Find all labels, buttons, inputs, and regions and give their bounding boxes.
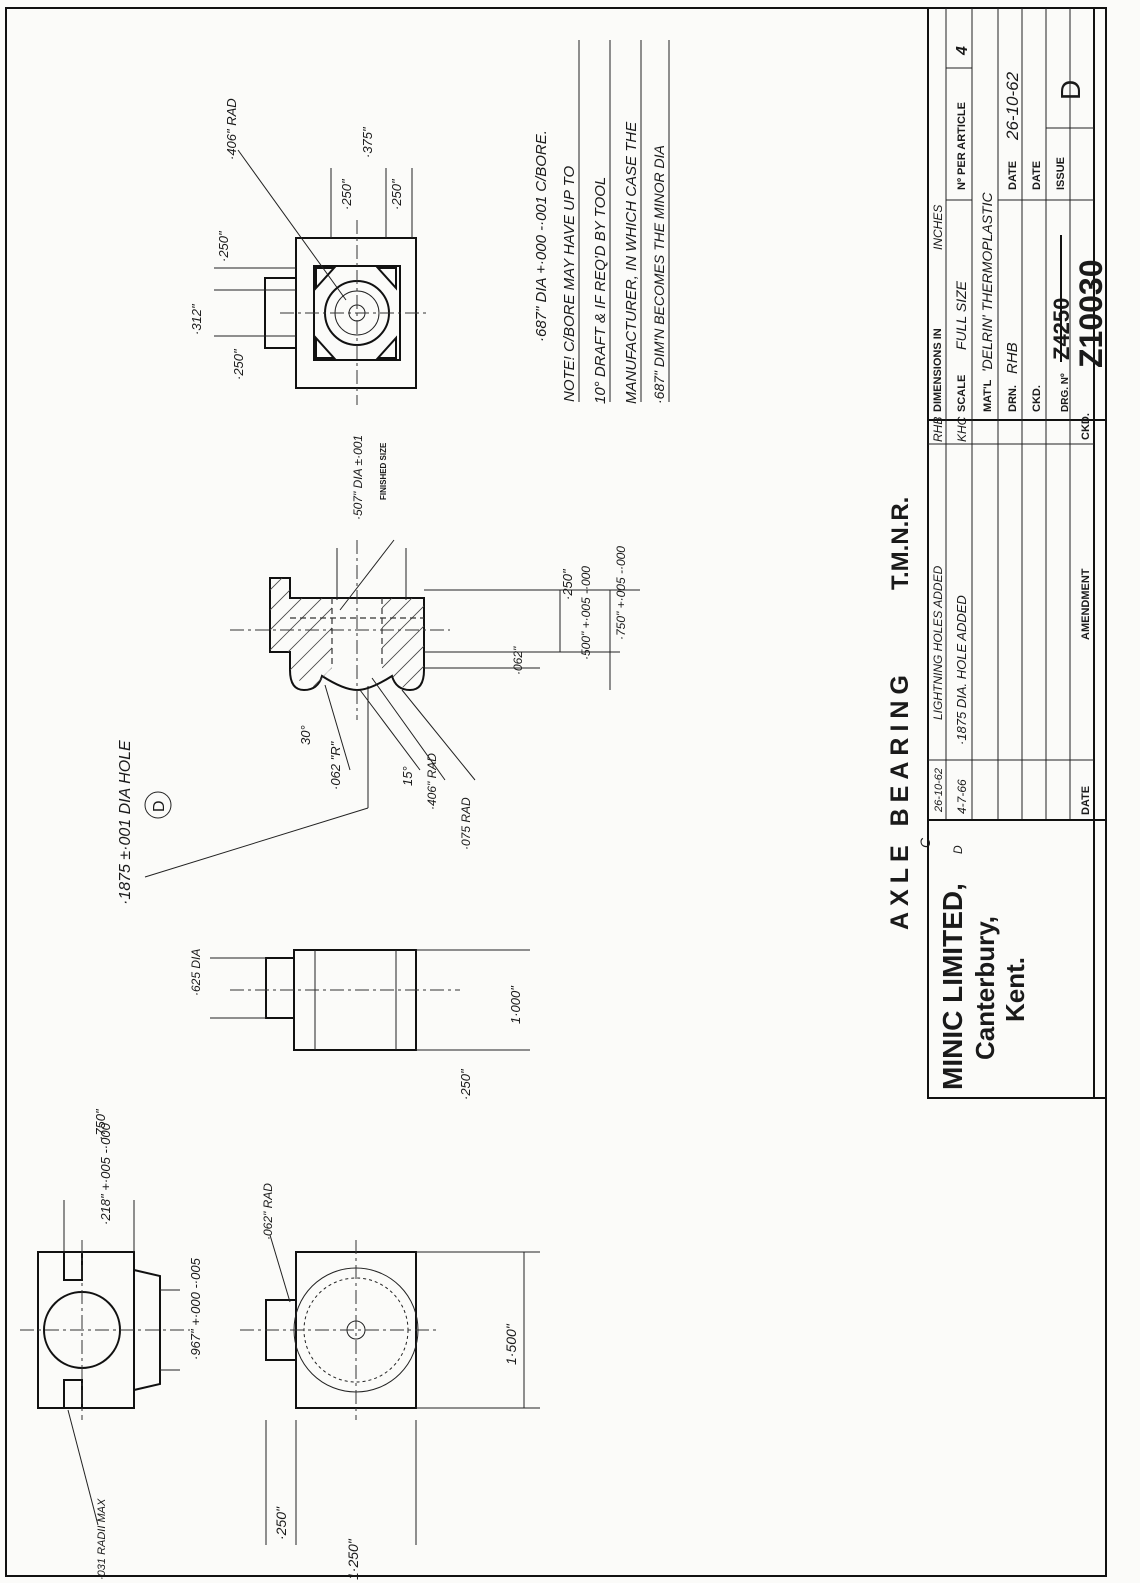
section-rad075: ·075 RAD [459,797,473,850]
company-name: MINIC LIMITED, [937,883,968,1090]
section-d500: ·500" +·005 -·000 [579,566,593,660]
scale-value: FULL SIZE [953,280,969,350]
ckd-date-label: DATE [1031,161,1043,190]
drg-label: DRG. Nº [1060,373,1071,412]
notes: ·687" DIA +·000 -·001 C/BORE. NOTE! C/BO… [117,40,670,905]
title-block: CKD. AMENDMENT DATE RHB LIGHTNING HOLES … [917,7,1109,1099]
amend-d-date: 4-7-66 [955,779,969,814]
issue-value: D [1055,80,1086,100]
view3-d750: ·750" [93,1108,108,1140]
section-d250: ·250" [560,568,575,600]
drn-date-value: 26-10-62 [1003,71,1022,141]
section-hatch-left [270,578,332,687]
view3-d1500: 1·500" [503,1323,519,1365]
view-section: ·507" DIA ±·001 FINISHED SIZE ·250" ·750… [230,435,640,850]
note-line-1: NOTE! C/BORE MAY HAVE UP TO [561,166,578,402]
dimensions-label: DIMENSIONS IN [932,328,944,412]
note-line-3: MANUFACTURER, IN WHICH CASE THE [623,121,640,404]
amend-amendment-header: AMENDMENT [1080,568,1092,640]
view-end: ·406" RAD ·250" ·375" ·250" ·250" ·312" … [189,98,430,405]
view-plan: ·218" +·005 -·000 ·750" ·967" +·000 -·00… [20,1108,540,1580]
amend-c-ckd: RHB [931,417,945,442]
ckd-label: CKD. [1031,385,1043,412]
section-d750: ·750" +·005 -·000 [614,546,628,640]
view2-d250: ·250" [458,1068,473,1100]
amend-date-header: DATE [1080,786,1092,815]
issue-label: ISSUE [1055,157,1067,190]
view3-d250: ·250" [273,1506,289,1540]
amend-d-issue: D [951,845,965,854]
section-hatch-right [382,598,424,689]
product-name: T.M.N.R. [887,497,914,590]
title-block-frame [927,7,1107,1099]
part-name: AXLE BEARING [886,669,914,930]
view3-d967: ·967" +·000 -·005 [188,1257,203,1360]
drn-date-label: DATE [1007,161,1019,190]
hole-issue-letter: D [151,800,168,812]
view3-d218: ·218" +·005 -·000 [98,1122,113,1225]
company-town: Canterbury, [970,916,1000,1060]
company-county: Kent. [1000,957,1030,1022]
hole-issue-circle [144,791,172,819]
drn-label: DRN. [1007,385,1019,412]
section-ang15: 15° [400,766,415,786]
view1-d250c: ·250" [216,230,231,262]
note-line-2: 10° DRAFT & IF REQ'D BY TOOL [592,177,609,404]
amend-c-text: LIGHTNING HOLES ADDED [931,565,945,720]
section-bore: ·507" DIA ±·001 [351,435,365,520]
side-view-boss [265,957,295,1019]
amend-c-date: 26-10-62 [933,768,945,813]
dimensions-value: INCHES [931,205,945,250]
mat-value: 'DELRIN' THERMOPLASTIC [979,192,995,372]
amend-d-ckd: KHC [955,416,969,442]
per-article-value: 4 [954,46,971,56]
view3-radii: ·031 RADII MAX [96,1498,108,1580]
view3-rad062: ·062" RAD [261,1183,275,1240]
per-article-label: Nº PER ARTICLE [956,102,968,190]
note-line-4: ·687" DIM'N BECOMES THE MINOR DIA [651,145,667,404]
view1-d250b: ·250" [389,178,404,210]
view1-d250d: ·250" [231,348,246,380]
side-view-body [293,949,417,1051]
section-finished: FINISHED SIZE [379,442,388,500]
end-view-boss [264,277,297,349]
view1-d375: ·375" [360,126,375,158]
scale-label: SCALE [956,375,968,412]
mat-label: MAT'L [982,379,994,412]
amend-c-issue: C [917,837,933,848]
section-r062: ·062 "R" [328,740,343,790]
view1-d312: ·312" [189,303,204,335]
view2-dia625: ·625 DIA [189,949,203,996]
cbore-note: ·687" DIA +·000 -·001 C/BORE. [533,130,550,342]
drg-number: Z10030 [1073,259,1109,368]
view1-d250a: ·250" [339,178,354,210]
view2-d1000: 1·000" [508,985,523,1024]
drn-value: RHB [1004,342,1021,374]
view3-d1250: 1·250" [345,1538,361,1580]
section-ang30: 30° [298,725,313,745]
amend-ckd-header: CKD. [1080,413,1092,440]
section-d062: ·062" [511,646,525,675]
section-outline [269,577,425,692]
view1-rad406: ·406" RAD [224,98,239,160]
view-side: ·625 DIA ·250" 1·000" [189,949,530,1100]
amend-d-text: ·1875 DIA. HOLE ADDED [954,595,969,745]
hole-note: ·1875 ±·001 DIA HOLE [117,740,134,905]
